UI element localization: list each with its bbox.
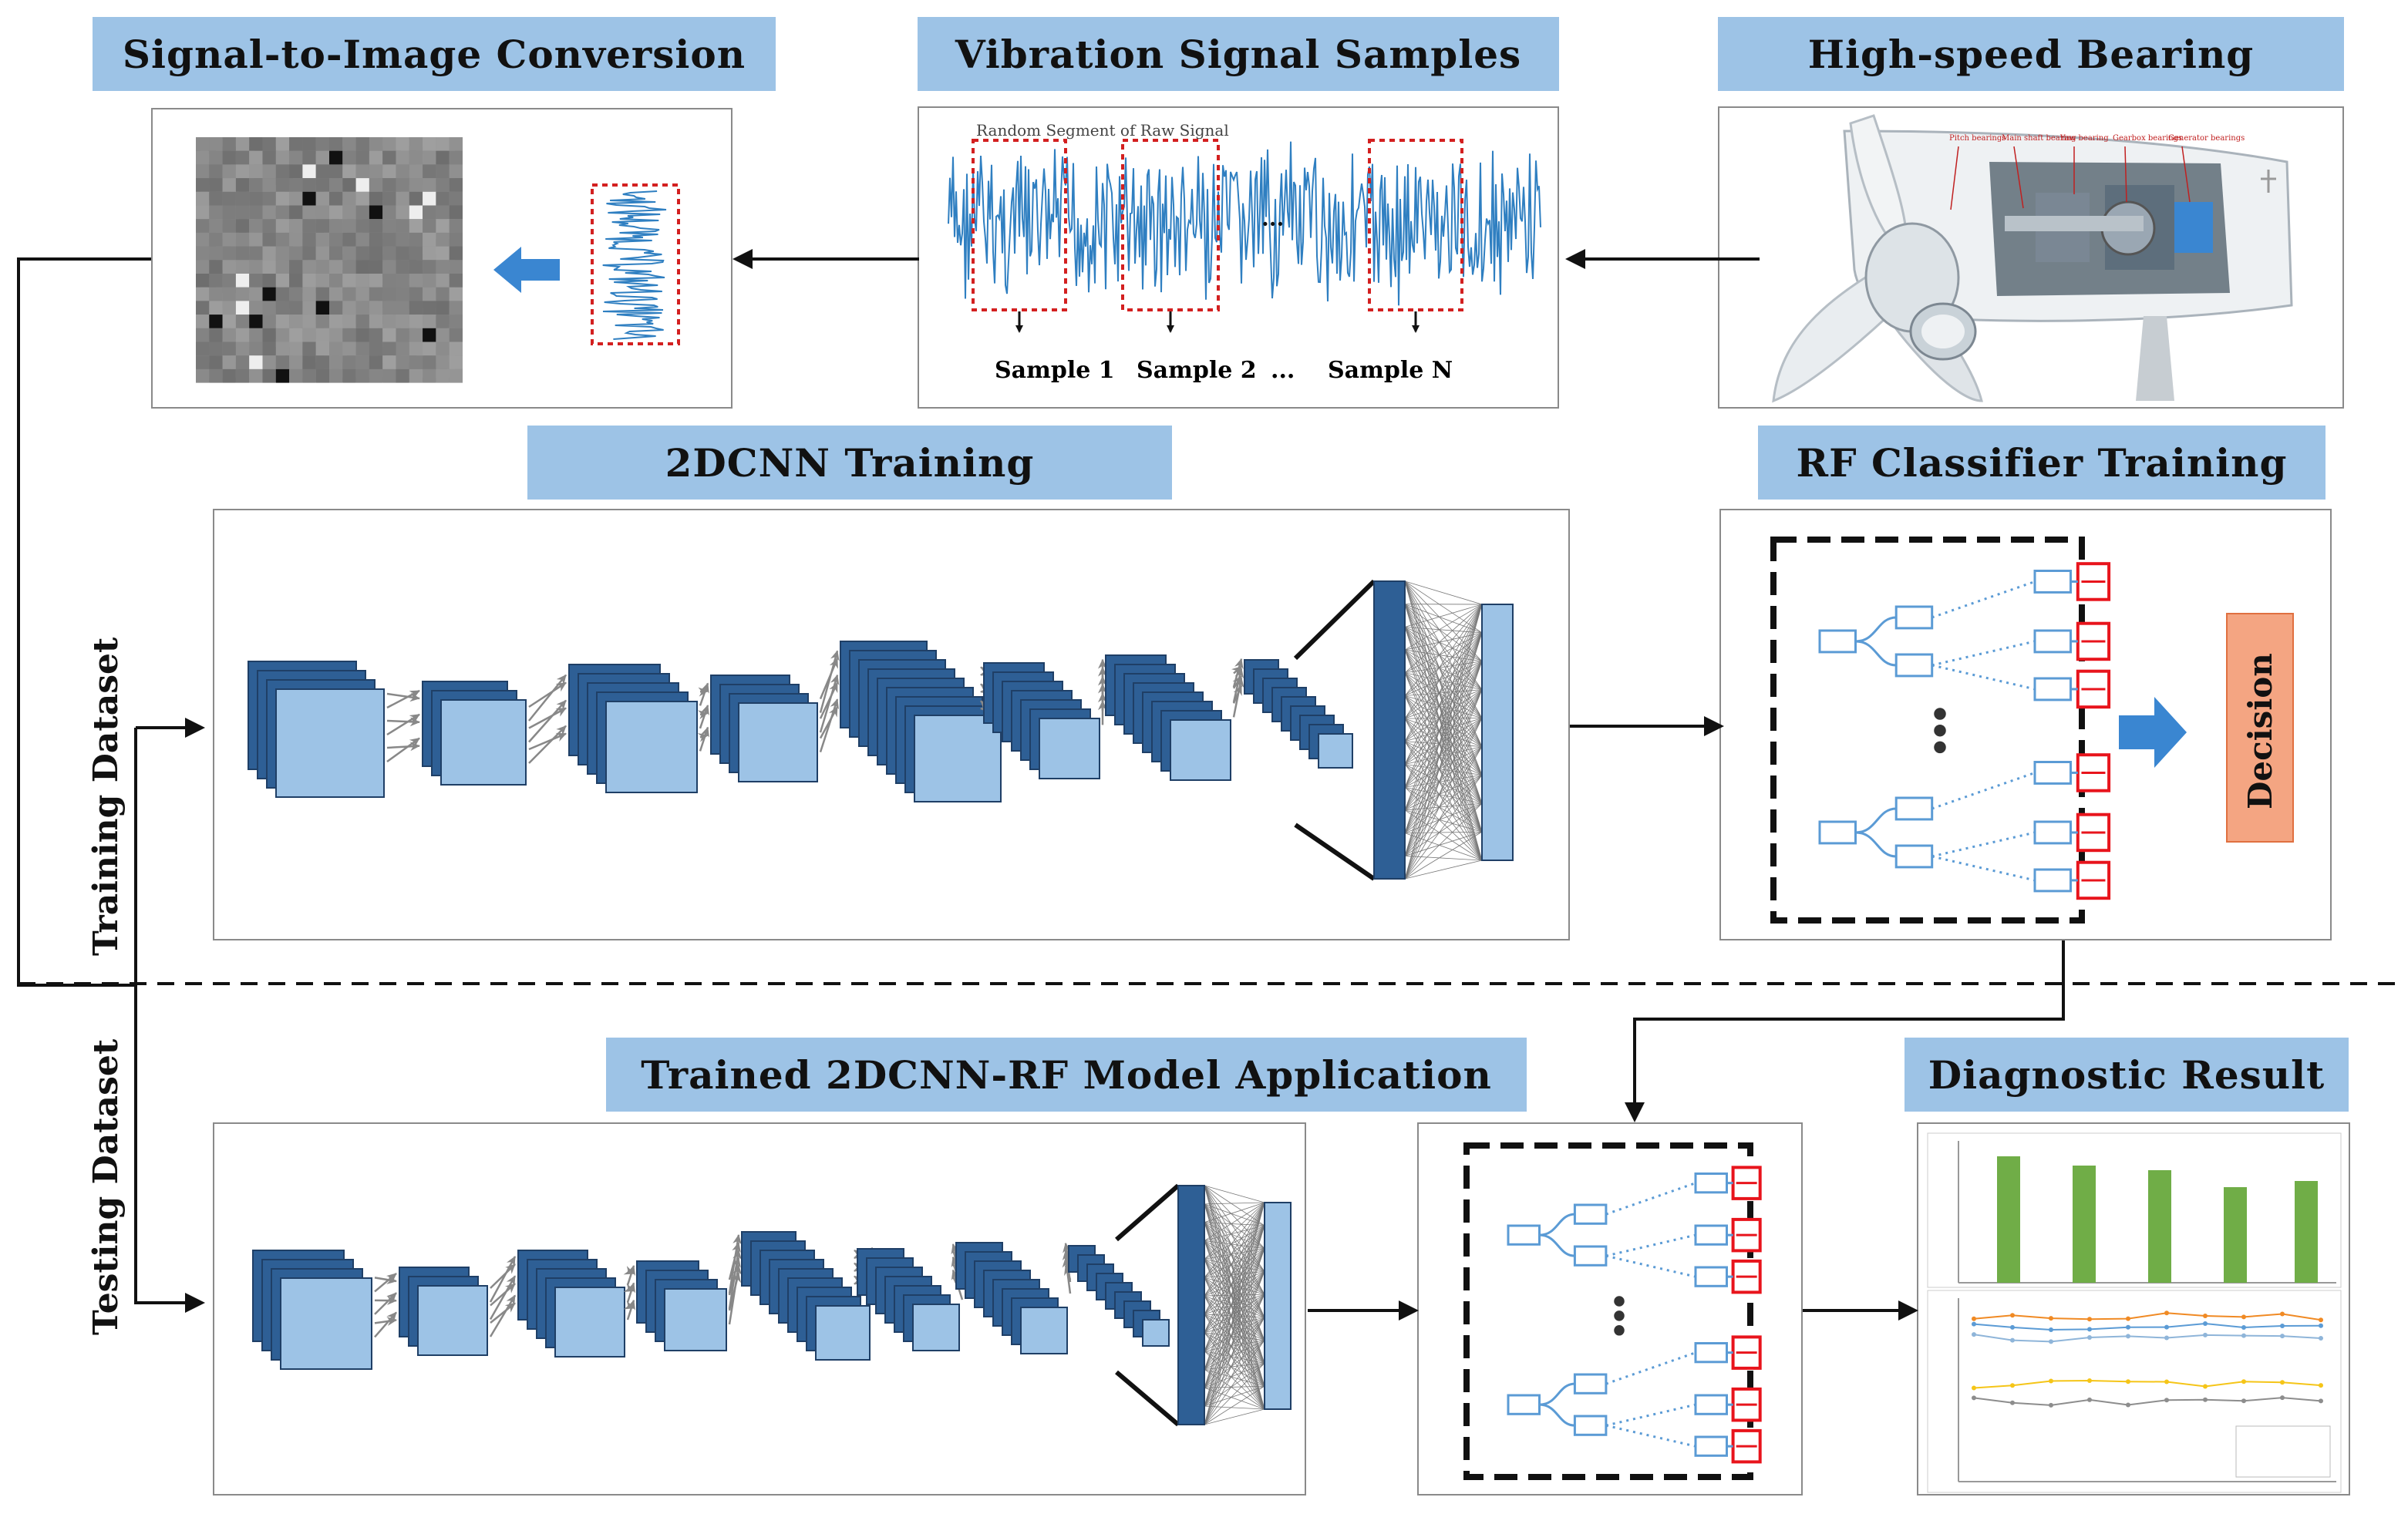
header-vibration-samples: Vibration Signal Samples — [918, 17, 1559, 91]
yaw-bearing-label: Yaw bearing — [2059, 134, 2109, 143]
raw-signal-waveform — [948, 141, 1541, 306]
pitch-bearings-label: Pitch bearings — [1949, 134, 2006, 143]
signal-snippet — [591, 183, 680, 345]
testing-route-arrow — [134, 728, 205, 1313]
samples-ellipsis-mark: ··· — [1261, 211, 1284, 237]
header-diagnostic-result: Diagnostic Result — [1905, 1038, 2349, 1112]
header-bearing: High-speed Bearing — [1718, 17, 2344, 91]
sample-1-label: Sample 1 — [995, 357, 1115, 384]
generator-bearings-label: Generator bearings — [2168, 134, 2245, 143]
sample-n-label: Sample N — [1328, 357, 1453, 384]
segment-label: Random Segment of Raw Signal — [976, 121, 1229, 140]
sample-2-label: Sample 2 — [1137, 357, 1257, 384]
gray-image — [196, 137, 463, 383]
sample-2-window — [1121, 139, 1220, 311]
cnn-application-architecture — [252, 1183, 1292, 1427]
random-forest-application — [1463, 1142, 1762, 1480]
testing-dataset-label: Testing Dataset — [86, 1038, 126, 1335]
samples-ellipsis: ... — [1271, 357, 1295, 384]
diagnostic-result-charts — [1927, 1132, 2342, 1493]
arrow-right-icon — [2119, 697, 2187, 768]
training-dataset-label: Training Dataset — [86, 637, 126, 956]
gearbox-bearings-label: Gearbox bearings — [2113, 134, 2182, 143]
bearing-leader-lines — [1950, 146, 2191, 210]
decision-box — [2226, 613, 2294, 843]
header-signal-to-image: Signal-to-Image Conversion — [93, 17, 776, 91]
arrow-trained-rf-transfer — [1625, 940, 2065, 1122]
wind-turbine-illustration — [1772, 114, 2293, 403]
main-shaft-bearing-label: Main shaft bearing — [2002, 134, 2076, 143]
arrow-left-icon — [493, 247, 560, 293]
header-rf-training: RF Classifier Training — [1758, 426, 2325, 500]
decision-label: Decision — [2241, 653, 2279, 809]
data-split-line — [17, 257, 151, 987]
cnn-training-architecture — [248, 579, 1514, 881]
random-forest-training — [1770, 537, 2111, 924]
header-cnn-training: 2DCNN Training — [527, 426, 1172, 500]
header-model-application: Trained 2DCNN-RF Model Application — [606, 1038, 1527, 1112]
